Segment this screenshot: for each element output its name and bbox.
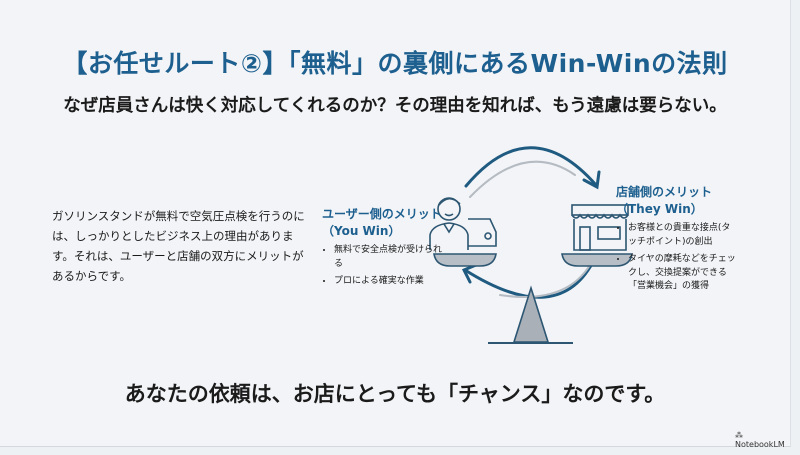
store-icon — [571, 204, 629, 251]
slide-title: 【お任せルート②】「無料」の裏側にあるWin-Winの法則 — [62, 49, 728, 78]
left-pan — [433, 253, 497, 267]
user-merit-subheading: （You Win） — [322, 224, 401, 238]
notebooklm-logo: ⁂ NotebookLM — [735, 431, 790, 449]
list-item: お客様との貴重な接点(タッチポイント)の創出 — [628, 222, 736, 249]
slide: 【お任せルート②】「無料」の裏側にあるWin-Winの法則 なぜ店員さんは快く対… — [0, 0, 791, 447]
conclusion-text: あなたの依頼は、お店にとっても「チャンス」なのです。 — [124, 382, 666, 406]
arrowhead-top-icon — [582, 170, 601, 190]
list-item: タイヤの摩耗などをチェックし、交換提案ができる「営業機会」の獲得 — [628, 253, 736, 294]
list-item: 無料で安全点検が受けられる — [334, 244, 442, 271]
cycle-arrow-bottom-inner — [499, 264, 591, 298]
user-merit-list: 無料で安全点検が受けられる プロによる確実な作業 — [322, 244, 442, 289]
right-pan — [561, 253, 633, 267]
logo-text: NotebookLM — [735, 440, 785, 449]
store-merit-block: 店舗側のメリット （They Win） お客様との貴重な接点(タッチポイント)の… — [616, 184, 736, 294]
intro-paragraph: ガソリンスタンドが無料で空気圧点検を行うのには、しっかりとしたビジネス上の理由が… — [52, 209, 305, 283]
user-merit-block: ユーザー側のメリット （You Win） 無料で安全点検が受けられる プロによる… — [322, 206, 442, 289]
list-item: プロによる確実な作業 — [334, 275, 442, 289]
cycle-arrow-top-inner — [469, 160, 576, 198]
win-win-scale-diagram — [429, 146, 633, 344]
cycle-arrow-bottom — [463, 256, 597, 299]
store-merit-heading: 店舗側のメリット — [616, 185, 713, 199]
logo-icon: ⁂ — [735, 431, 743, 440]
person-car-icon — [429, 197, 497, 250]
cycle-arrow-top — [464, 146, 598, 188]
store-merit-subheading: （They Win） — [616, 202, 703, 216]
store-merit-list: お客様との貴重な接点(タッチポイント)の創出 タイヤの摩耗などをチェックし、交換… — [616, 222, 736, 294]
user-merit-heading: ユーザー側のメリット — [322, 207, 442, 221]
slide-subtitle: なぜ店員さんは快く対応してくれるのか？その理由を知れば、もう遠慮は要らない。 — [63, 96, 727, 116]
